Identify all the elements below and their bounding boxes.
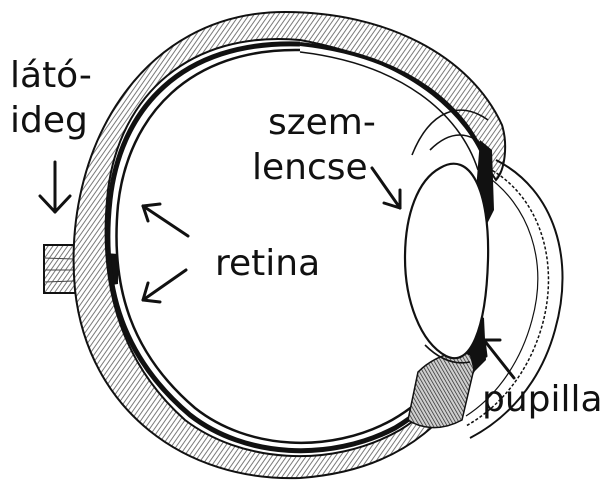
retina-label: retina <box>215 244 320 284</box>
arrow-retina-lower <box>143 270 186 302</box>
arrow-optic-nerve <box>40 162 70 212</box>
arrow-pupil <box>484 340 514 378</box>
arrow-lens <box>372 168 400 208</box>
optic-nerve-label-line1: látó- <box>10 56 92 96</box>
lens-label-line1: szem- <box>268 103 376 143</box>
pupil-label: pupilla <box>482 380 601 420</box>
lens <box>405 164 488 358</box>
lens-label-line2: lencse <box>252 148 368 188</box>
arrow-retina-upper <box>143 204 188 236</box>
optic-nerve-label-line2: ideg <box>10 101 88 141</box>
